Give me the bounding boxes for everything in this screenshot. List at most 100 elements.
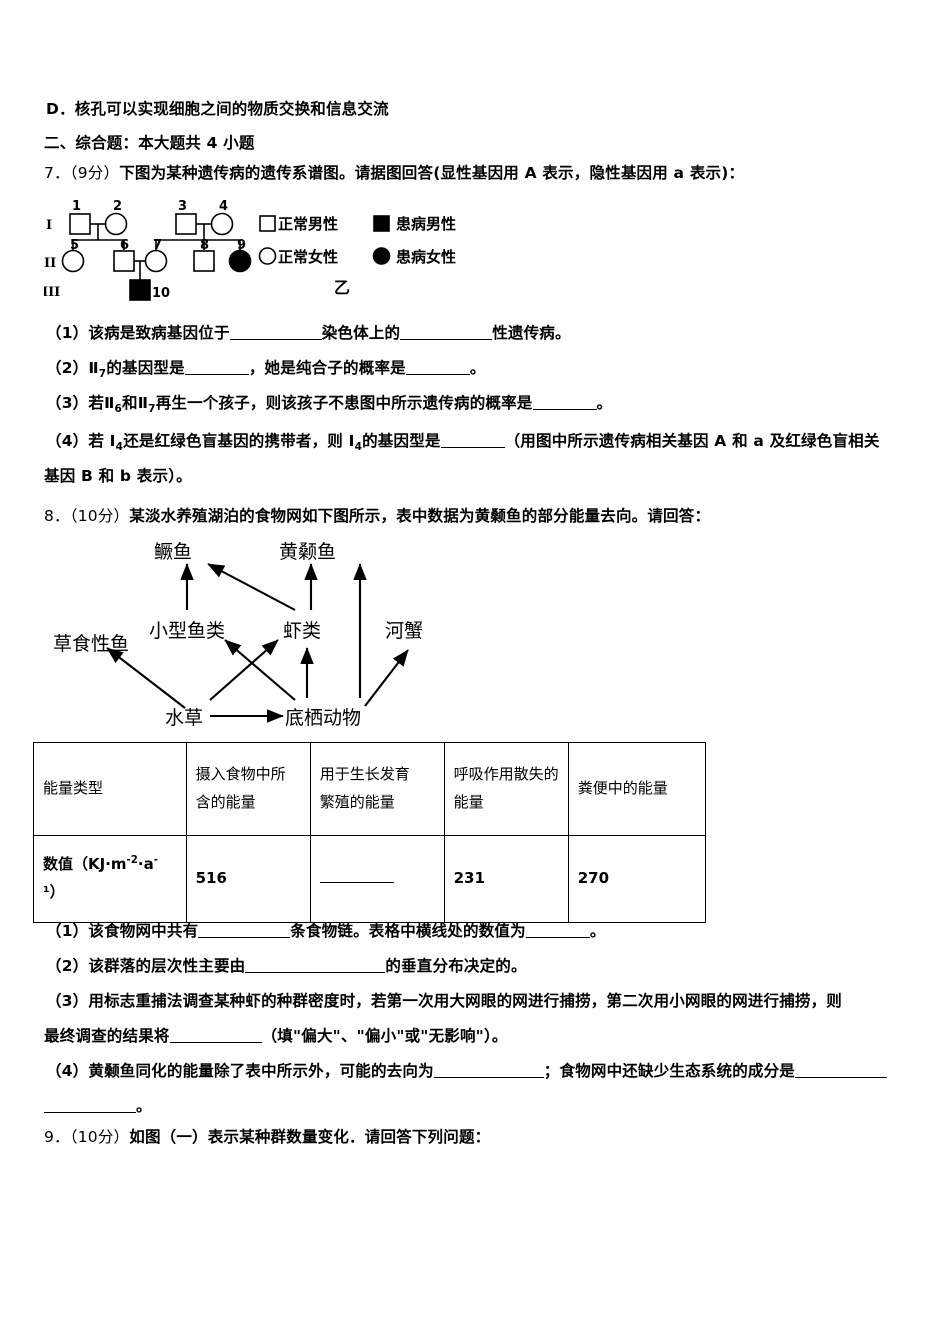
q7-sub-3-subscript-1: 6 — [114, 403, 123, 416]
q7-sub-4-part-c: 的基因型是 — [362, 432, 441, 450]
pedigree-id-2: 2 — [113, 199, 122, 214]
q8-blank-4-3[interactable] — [44, 1097, 136, 1113]
generation-label-1: I — [46, 218, 52, 233]
q7-sub-2: （2）Ⅱ7的基因型是 ，她是纯合子的概率是 。 — [46, 357, 486, 383]
q8-sub-4-part-b: ；食物网中还缺少生态系统的成分是 — [543, 1062, 795, 1080]
q8-sub-1-part-c: 。 — [589, 922, 606, 940]
table-header-feces: 粪便中的能量 — [567, 742, 707, 836]
foodweb-node-guiyu: 鳜鱼 — [154, 541, 192, 563]
q7-sub-4-subscript-2: 4 — [354, 441, 363, 454]
q9-marks: （10分） — [69, 1128, 130, 1146]
q8-blank-1-1[interactable] — [198, 922, 291, 938]
q7-blank-3-1[interactable] — [532, 394, 597, 410]
pedigree-id-4: 4 — [219, 199, 228, 214]
table-header-growth-line1: 用于生长发育 — [319, 765, 410, 784]
table-cell-intake-value: 516 — [185, 835, 311, 923]
q8-sub-1-part-b: 条食物链。表格中横线处的数值为 — [290, 922, 526, 940]
q7-sub-3-part-a: （3）若Ⅱ — [46, 394, 115, 412]
q7-number: 7． — [44, 164, 70, 182]
table-value-row: 数值（KJ·m-2·a- ¹） 516 231 270 — [33, 835, 707, 923]
pedigree-figure: 1 2 3 4 5 6 7 8 9 10 I II III — [44, 196, 474, 306]
generation-label-2: II — [44, 256, 56, 271]
q8-sub-2-part-a: （2）该群落的层次性主要由 — [46, 957, 246, 975]
q7-sub-3-part-c: 再生一个孩子，则该孩子不患图中所示遗传病的概率是 — [155, 394, 533, 412]
q7-sub-2-part-c: ，她是纯合子的概率是 — [248, 359, 406, 377]
row-label-sup-1: -2 — [126, 855, 138, 867]
q7-sub-2-part-a: （2）Ⅱ — [46, 359, 99, 377]
q7-sub-4-line2: 基因 B 和 b 表示）。 — [44, 467, 192, 485]
q7-blank-1-1[interactable] — [229, 324, 322, 340]
legend-label-affected-female: 患病女性 — [396, 248, 456, 266]
q8-marks: （10分） — [69, 507, 130, 525]
foodweb-node-dixidongwu: 底栖动物 — [285, 707, 361, 729]
legend-label-normal-male: 正常男性 — [278, 215, 338, 233]
q8-blank-3-1[interactable] — [169, 1027, 262, 1043]
table-cell-growth-value[interactable] — [309, 835, 445, 923]
q8-sub-4-part-a: （4）黄颡鱼同化的能量除了表中所示外，可能的去向为 — [46, 1062, 434, 1080]
q8-blank-1-2[interactable] — [525, 922, 590, 938]
row-label-part-b: ·a — [137, 855, 154, 874]
q7-sub-3-subscript-2: 7 — [148, 403, 156, 416]
table-header-growth-line2: 繁殖的能量 — [319, 793, 395, 811]
table-cell-respiration-value: 231 — [443, 835, 569, 923]
question-7-stem: 7．（9分）下图为某种遗传病的遗传系谱图。请据图回答(显性基因用 A 表示，隐性… — [44, 162, 744, 185]
figure-caption-yi: 乙 — [334, 278, 350, 297]
table-row-label-value: 数值（KJ·m-2·a- ¹） — [33, 835, 187, 923]
table-header-growth: 用于生长发育 繁殖的能量 — [309, 742, 445, 836]
table-header-respiration-line1: 呼吸作用散失的 — [453, 765, 559, 784]
row-label-part-a: 数值（KJ·m — [43, 855, 127, 874]
foodweb-node-caoshixingyu: 草食性鱼 — [53, 633, 129, 655]
q7-blank-4-1[interactable] — [440, 432, 505, 448]
table-header-intake-line2: 含的能量 — [195, 793, 256, 811]
row-label-part-c: ¹） — [43, 883, 65, 901]
q7-marks: （9分） — [69, 164, 120, 182]
q7-sub-4-part-d: （用图中所示遗传病相关基因 A 和 a 及红绿色盲相关 — [504, 432, 880, 450]
pedigree-id-1: 1 — [72, 199, 81, 214]
pedigree-id-5: 5 — [70, 238, 79, 253]
option-d-text: D．核孔可以实现细胞之间的物质交换和信息交流 — [46, 100, 389, 118]
q8-sub-1: （1）该食物网中共有条食物链。表格中横线处的数值为。 — [46, 920, 606, 943]
q7-blank-2-2[interactable] — [405, 359, 470, 375]
table-cell-feces-value: 270 — [567, 835, 707, 923]
q7-sub-1-part-a: （1）该病是致病基因位于 — [46, 324, 230, 342]
q8-sub-3-line1: （3）用标志重捕法调查某种虾的种群密度时，若第一次用大网眼的网进行捕捞，第二次用… — [46, 992, 842, 1010]
q8-sub-2-part-b: 的垂直分布决定的。 — [385, 957, 527, 975]
table-blank-underline[interactable] — [319, 869, 394, 884]
q8-blank-4-1[interactable] — [433, 1062, 544, 1078]
legend-label-normal-female: 正常女性 — [278, 248, 338, 266]
q8-blank-4-2[interactable] — [795, 1062, 887, 1078]
q7-stem-text: 下图为某种遗传病的遗传系谱图。请据图回答(显性基因用 A 表示，隐性基因用 a … — [119, 164, 745, 182]
q7-sub-4-part-a: （4）若 I — [46, 432, 116, 450]
q8-stem-text: 某淡水养殖湖泊的食物网如下图所示，表中数据为黄颡鱼的部分能量去向。请回答： — [129, 507, 711, 525]
pedigree-id-7: 7 — [153, 238, 162, 253]
table-header-intake-line1: 摄入食物中所 — [195, 765, 286, 784]
table-header-respiration: 呼吸作用散失的 能量 — [443, 742, 569, 836]
q7-sub-1: （1）该病是致病基因位于染色体上的性遗传病。 — [46, 322, 571, 345]
legend-label-affected-male: 患病男性 — [396, 215, 456, 233]
q7-sub-4-part-b: 还是红绿色盲基因的携带者，则 I — [123, 432, 355, 450]
pedigree-id-8: 8 — [200, 238, 209, 253]
q7-sub-2-part-d: 。 — [469, 359, 486, 377]
row-label-sup-2: - — [153, 855, 158, 867]
q7-sub-2-subscript-1: 7 — [98, 368, 107, 381]
q7-sub-3: （3）若Ⅱ6和Ⅱ7再生一个孩子，则该孩子不患图中所示遗传病的概率是。 — [46, 392, 612, 418]
q7-sub-4-subscript-1: 4 — [115, 441, 124, 454]
q7-blank-2-1[interactable] — [184, 359, 249, 375]
q8-blank-2-1[interactable] — [245, 957, 386, 973]
q7-blank-1-2[interactable] — [400, 324, 493, 340]
pedigree-id-6: 6 — [120, 238, 129, 253]
q7-sub-3-part-b: 和Ⅱ — [122, 394, 149, 412]
foodweb-node-xialei: 虾类 — [283, 620, 321, 642]
q8-sub-4-line1: （4）黄颡鱼同化的能量除了表中所示外，可能的去向为 ；食物网中还缺少生态系统的成分… — [46, 1060, 887, 1083]
q7-sub-1-part-c: 性遗传病。 — [492, 324, 571, 342]
q7-sub-2-part-b: 的基因型是 — [106, 359, 185, 377]
pedigree-id-10: 10 — [152, 286, 170, 301]
pedigree-id-9: 9 — [237, 238, 246, 253]
foodweb-node-hexie: 河蟹 — [385, 620, 423, 642]
q7-sub-4-line1: （4）若 I4还是红绿色盲基因的携带者，则 I4的基因型是（用图中所示遗传病相关… — [46, 430, 880, 456]
table-header-respiration-line2: 能量 — [453, 793, 484, 811]
foodweb-node-shuicao: 水草 — [165, 707, 203, 729]
foodweb-node-huangsangyu: 黄颡鱼 — [279, 541, 336, 563]
q8-sub-2: （2）该群落的层次性主要由 的垂直分布决定的。 — [46, 955, 527, 978]
